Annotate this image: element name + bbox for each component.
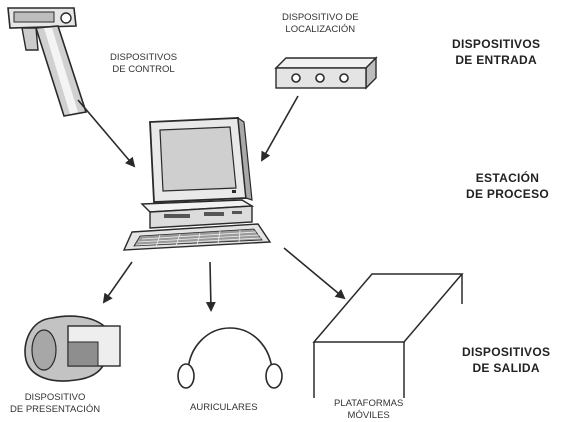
category-input-line1: DISPOSITIVOS [452, 37, 541, 51]
category-processing-station: ESTACIÓN DE PROCESO [466, 170, 549, 202]
label-localization-device: DISPOSITIVO DE LOCALIZACIÓN [282, 12, 359, 36]
label-platforms-line2: MÓVILES [347, 410, 390, 421]
computer-workstation-icon [122, 116, 272, 251]
label-platforms-line1: PLATAFORMAS [334, 398, 404, 409]
label-localization-line2: LOCALIZACIÓN [285, 24, 356, 35]
label-presentation-line1: DISPOSITIVO [24, 392, 86, 403]
label-presentation-line2: DE PRESENTACIÓN [10, 404, 101, 415]
presentation-device-icon [24, 315, 121, 382]
label-control-line2: DE CONTROL [112, 64, 175, 75]
localization-device-icon [274, 56, 378, 90]
category-input-line2: DE ENTRADA [455, 53, 537, 67]
label-presentation-device: DISPOSITIVO DE PRESENTACIÓN [10, 392, 100, 416]
headphones-icon [177, 327, 283, 389]
category-processing-line1: ESTACIÓN [475, 171, 540, 185]
arrow-computer-to-plataformas [283, 247, 346, 300]
arrow-computer-to-presentation [102, 261, 133, 304]
arrow-localization-to-computer [261, 95, 299, 162]
category-output-line1: DISPOSITIVOS [462, 345, 551, 359]
control-device-icon [7, 7, 88, 117]
label-control-devices: DISPOSITIVOS DE CONTROL [110, 52, 177, 76]
arrow-computer-to-auriculares [205, 261, 216, 312]
arrow-control-to-computer [77, 99, 136, 168]
label-localization-line1: DISPOSITIVO DE [282, 12, 359, 23]
category-output-devices: DISPOSITIVOS DE SALIDA [462, 344, 550, 376]
category-input-devices: DISPOSITIVOS DE ENTRADA [452, 36, 540, 68]
category-output-line2: DE SALIDA [472, 361, 540, 375]
label-control-line1: DISPOSITIVOS [110, 52, 178, 63]
label-auriculares-text: AURICULARES [190, 402, 258, 413]
category-processing-line2: DE PROCESO [466, 187, 550, 201]
arrows [77, 95, 346, 312]
moving-platform-icon [312, 273, 464, 398]
label-moving-platforms: PLATAFORMAS MÓVILES [334, 398, 403, 422]
label-auriculares: AURICULARES [190, 402, 258, 414]
